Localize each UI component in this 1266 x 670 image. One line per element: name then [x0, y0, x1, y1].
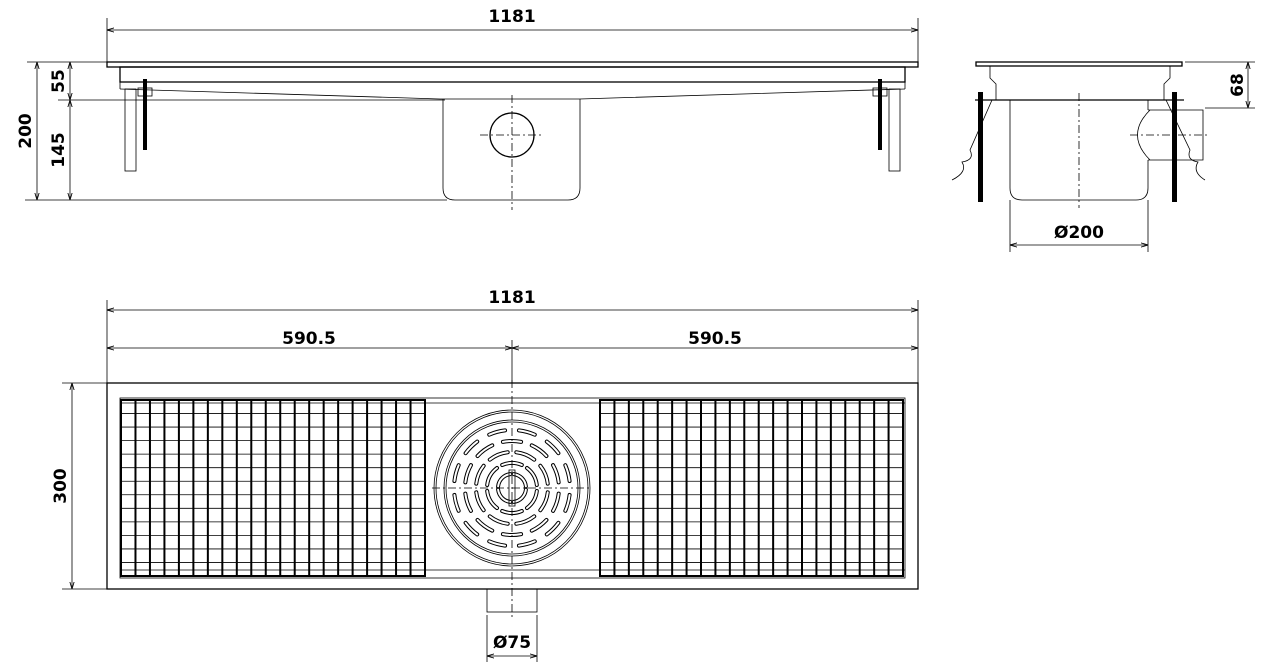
sloped-bottom: [119, 88, 906, 100]
outlet-pipe: [486, 588, 538, 613]
front-view: 1181 200 55 145: [16, 7, 919, 210]
dim-upper-height: 55: [49, 69, 69, 93]
dim-lower-height: 145: [49, 132, 69, 168]
grate-right: [599, 399, 904, 577]
grate-frame: [120, 399, 426, 577]
left-leg: [124, 79, 153, 172]
dim-sump-diameter: Ø200: [1054, 223, 1104, 243]
flange: [106, 61, 919, 68]
channel-top: [119, 66, 906, 83]
plan-view: 1181 590.5 590.5 Ø75 300: [51, 288, 919, 662]
dim-plan-width: 300: [51, 468, 71, 504]
dim-front-length: 1181: [488, 7, 535, 27]
sump: [442, 99, 581, 201]
dim-outlet-diameter: Ø75: [493, 633, 531, 653]
side-view: 68 Ø200: [951, 61, 1255, 252]
grate-frame: [599, 399, 904, 577]
anchor-bolt-left: [978, 92, 983, 202]
dim-plan-length: 1181: [488, 288, 535, 308]
dim-side-height: 68: [1228, 73, 1248, 97]
dim-total-height: 200: [16, 113, 36, 149]
anchor-bolt-right: [1172, 92, 1177, 202]
dim-half-right: 590.5: [688, 329, 742, 349]
dim-half-left: 590.5: [282, 329, 336, 349]
grate-left: [120, 399, 426, 577]
right-leg: [872, 79, 901, 172]
